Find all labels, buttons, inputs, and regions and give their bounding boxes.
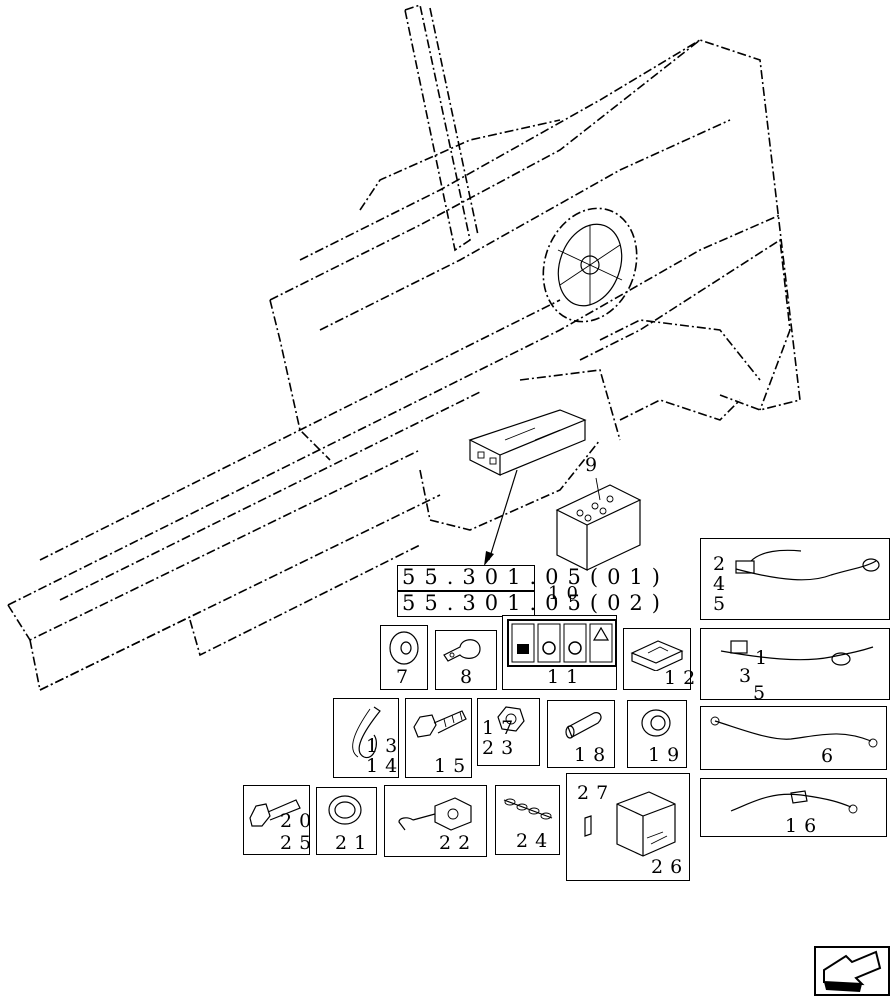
washer-icon <box>328 795 362 825</box>
callout-19: 19 <box>648 744 687 766</box>
cable-icon <box>735 549 880 581</box>
part-11-decal[interactable]: 11 <box>502 615 617 690</box>
reference-box-2[interactable] <box>397 591 535 617</box>
callout-27: 27 <box>577 782 616 804</box>
callout-15: 15 <box>434 755 473 777</box>
cable-icon <box>730 790 858 814</box>
reference-label-1: 55.301.05(01) <box>402 565 669 589</box>
callout-20: 20 <box>280 810 319 832</box>
reference-box-1[interactable] <box>397 565 535 591</box>
part-cable-1[interactable]: 2 4 5 <box>700 538 890 620</box>
part-22-switch[interactable]: 22 <box>384 785 487 857</box>
block-icon <box>630 640 684 671</box>
part-12-block[interactable]: 12 <box>623 628 695 690</box>
callout-5b: 5 <box>753 682 773 704</box>
bolt-icon <box>413 710 467 738</box>
part-17-nut[interactable]: 17 23 <box>477 698 540 766</box>
switch-icon <box>398 797 472 831</box>
callout-21: 21 <box>335 832 374 854</box>
cable-tie-icon <box>352 706 381 759</box>
part-cable-4[interactable]: 16 <box>700 778 887 837</box>
part-8-clamp[interactable]: 8 <box>435 630 497 690</box>
pin-icon <box>565 712 602 739</box>
part-13-strap[interactable]: 13 14 <box>333 698 399 778</box>
relay-box-icon <box>584 791 676 857</box>
part-cable-2[interactable]: 1 3 5 <box>700 628 890 704</box>
callout-5: 5 <box>713 593 733 615</box>
battery-tray <box>468 409 587 476</box>
callout-24: 24 <box>516 830 555 852</box>
clamp-icon <box>443 639 481 662</box>
callout-25: 25 <box>280 832 319 854</box>
callout-13: 13 <box>366 735 405 757</box>
part-15-bolt[interactable]: 15 <box>405 698 472 778</box>
nut-icon <box>497 706 525 732</box>
washer-icon <box>389 631 419 665</box>
part-20-bolt[interactable]: 20 25 <box>243 785 311 855</box>
part-cable-3[interactable]: 6 <box>700 706 887 770</box>
chassis-frame <box>7 3 801 692</box>
part-18-pin[interactable]: 18 <box>547 700 615 768</box>
part-19-ring[interactable]: 19 <box>627 700 687 768</box>
part-7-washer[interactable]: 7 <box>380 625 428 690</box>
callout-8: 8 <box>460 666 480 688</box>
callout-12: 12 <box>664 667 703 689</box>
part-21-washer[interactable]: 21 <box>316 787 377 855</box>
callout-10: 10 <box>548 583 585 604</box>
reference-label-2: 55.301.05(02) <box>402 591 669 615</box>
callout-14: 14 <box>366 755 405 777</box>
callout-23: 23 <box>482 737 521 759</box>
callout-1: 1 <box>755 647 775 669</box>
part-26-box[interactable]: 27 26 <box>566 773 690 881</box>
callout-17: 17 <box>482 717 521 739</box>
part-24-chain[interactable]: 24 <box>495 785 560 855</box>
ring-icon <box>641 709 671 737</box>
callout-16: 16 <box>785 815 824 837</box>
callout-6: 6 <box>821 745 841 767</box>
callout-26: 26 <box>651 856 690 878</box>
callout-11: 11 <box>547 666 586 688</box>
callout-2: 2 <box>713 553 733 575</box>
cable-icon <box>710 716 878 748</box>
callout-3: 3 <box>739 665 759 687</box>
bolt-icon <box>249 799 301 827</box>
next-page-arrow-icon <box>823 950 882 992</box>
warning-decal-icon <box>507 619 617 667</box>
reference-arrow <box>484 469 518 566</box>
cable-icon <box>720 640 874 666</box>
chain-icon <box>503 798 553 820</box>
callout-4: 4 <box>713 573 733 595</box>
battery-drawing <box>555 477 642 571</box>
callout-7: 7 <box>396 666 416 688</box>
callout-18: 18 <box>574 744 613 766</box>
next-page-arrow-button[interactable] <box>814 946 890 996</box>
callout-22: 22 <box>439 832 478 854</box>
callout-9: 9 <box>585 454 605 476</box>
